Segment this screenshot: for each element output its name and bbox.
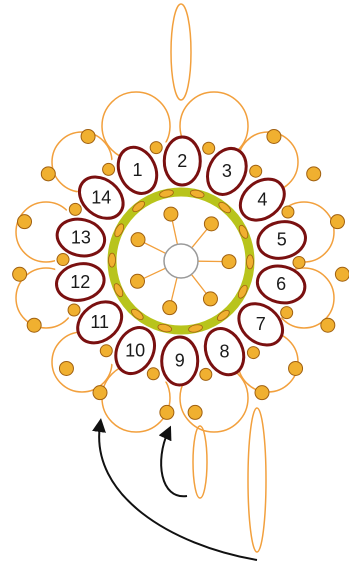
connector-bead — [103, 163, 115, 175]
connector-bead — [247, 347, 259, 359]
connector-bead — [203, 142, 215, 154]
connector-bead — [250, 165, 262, 177]
ring-9: 9 — [161, 337, 198, 385]
ring-label: 3 — [222, 161, 232, 181]
connector-bead — [68, 304, 80, 316]
ring-2: 2 — [164, 137, 201, 185]
ring-lozenge — [246, 255, 253, 269]
outer-bead — [307, 167, 321, 181]
ring-label: 12 — [70, 272, 90, 292]
long-tail-loop — [248, 408, 266, 552]
connector-bead — [150, 142, 162, 154]
ring-label: 8 — [220, 341, 230, 361]
top-picot-loop — [171, 4, 191, 100]
ring-label: 5 — [277, 230, 287, 250]
inner-bead — [222, 255, 236, 269]
long-curved-arrow — [99, 425, 257, 560]
inner-bead — [203, 292, 217, 306]
connector-bead — [282, 206, 294, 218]
connector-bead — [57, 254, 69, 266]
ring-label: 4 — [257, 189, 267, 209]
outer-bead — [18, 215, 32, 229]
outer-bead — [59, 361, 73, 375]
center-circle — [164, 244, 198, 278]
inner-bead — [204, 217, 218, 231]
inner-bead — [163, 301, 177, 315]
inner-bead — [131, 233, 145, 247]
outer-bead — [27, 318, 41, 332]
outer-bead — [267, 129, 281, 143]
ring-label: 9 — [175, 351, 185, 371]
outer-bead — [321, 318, 335, 332]
connector-bead — [200, 368, 212, 380]
ring-label: 13 — [71, 227, 91, 247]
ring-label: 1 — [132, 160, 142, 180]
outer-bead — [160, 405, 174, 419]
inner-bead — [164, 207, 178, 221]
ring-label: 11 — [90, 312, 109, 332]
outer-bead — [188, 405, 202, 419]
outer-bead — [41, 167, 55, 181]
ring-label: 10 — [125, 340, 145, 360]
outer-bead — [13, 267, 27, 281]
short-tail-loop — [193, 426, 207, 498]
ring-lozenge — [108, 253, 115, 267]
connector-bead — [293, 256, 305, 268]
outer-bead — [289, 361, 303, 375]
outer-bead — [335, 267, 349, 281]
ring-label: 6 — [276, 274, 286, 294]
connector-bead — [281, 307, 293, 319]
outer-bead — [93, 386, 107, 400]
outer-bead — [255, 386, 269, 400]
connector-bead — [100, 345, 112, 357]
ring-label: 2 — [177, 151, 187, 171]
outer-bead — [81, 129, 95, 143]
inner-bead — [130, 274, 144, 288]
connector-bead — [69, 203, 81, 215]
connector-bead — [147, 368, 159, 380]
short-curved-arrow — [161, 432, 187, 496]
outer-bead — [330, 215, 344, 229]
ring-label: 7 — [256, 314, 266, 334]
ring-label: 14 — [91, 187, 111, 207]
